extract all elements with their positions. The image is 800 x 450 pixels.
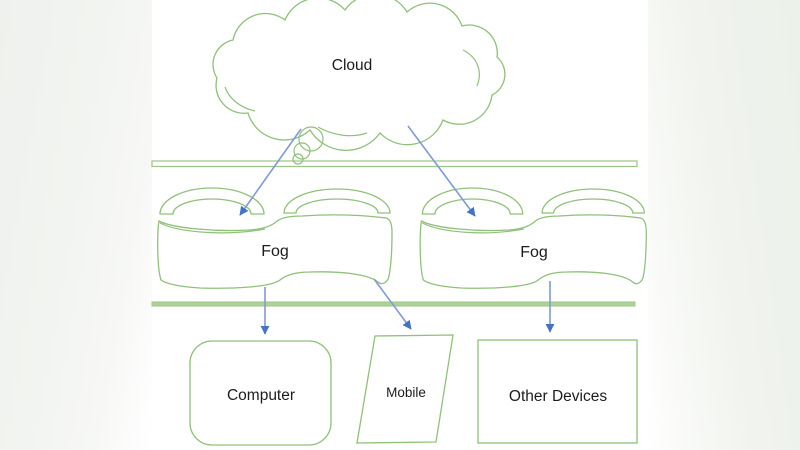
fog-right-label: Fog (520, 244, 548, 261)
cloud-label: Cloud (331, 57, 373, 74)
cloud-shape (212, 0, 506, 165)
other-devices-shape (477, 339, 638, 444)
arrow-cloud-to-fog-left (239, 128, 302, 216)
computer-shape (189, 340, 332, 446)
arrow-fog-left-to-mobile (373, 278, 412, 330)
fog-right-shape (419, 187, 647, 289)
fog-left-label: Fog (261, 243, 289, 260)
mobile-shape (356, 334, 454, 444)
fog-left-shape (157, 187, 393, 289)
computer-label: Computer (226, 387, 296, 404)
cloud-tail-bubble-large (298, 126, 324, 152)
mobile-label: Mobile (386, 385, 426, 400)
background-margin-right (648, 0, 800, 450)
tier-divider-top (151, 160, 638, 168)
arrow-cloud-to-fog-right (407, 125, 476, 217)
background-margin-left (0, 0, 152, 450)
cloud-tail-bubble-medium (293, 142, 311, 160)
cloud-tail-bubble-small (292, 153, 304, 165)
other-devices-label: Other Devices (508, 388, 608, 405)
